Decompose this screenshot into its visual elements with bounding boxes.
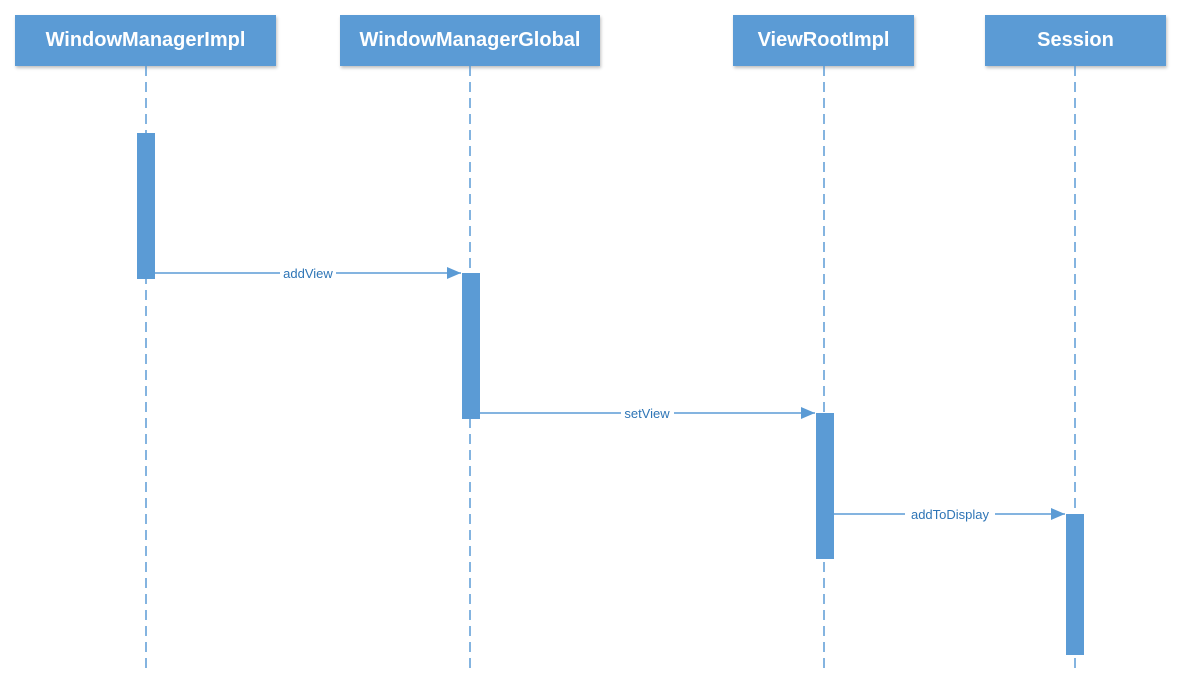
lifeline-header-viewrootimpl: ViewRootImpl [733,15,914,66]
message-label-setview: setView [624,406,670,421]
lifeline-header-windowmanagerimpl: WindowManagerImpl [15,15,276,66]
message-label-addview: addView [283,266,333,281]
activation-bar-windowmanagerglobal [462,273,480,419]
message-label-bg-addtodisplay [905,506,995,522]
activation-bar-viewrootimpl [816,413,834,559]
lifeline-header-windowmanagerglobal: WindowManagerGlobal [340,15,600,66]
activation-bar-session [1066,514,1084,655]
message-label-bg-addview [280,265,336,281]
message-label-addtodisplay: addToDisplay [911,507,990,522]
message-label-bg-setview [621,405,674,421]
activation-bar-windowmanagerimpl [137,133,155,279]
lifeline-header-session: Session [985,15,1166,66]
